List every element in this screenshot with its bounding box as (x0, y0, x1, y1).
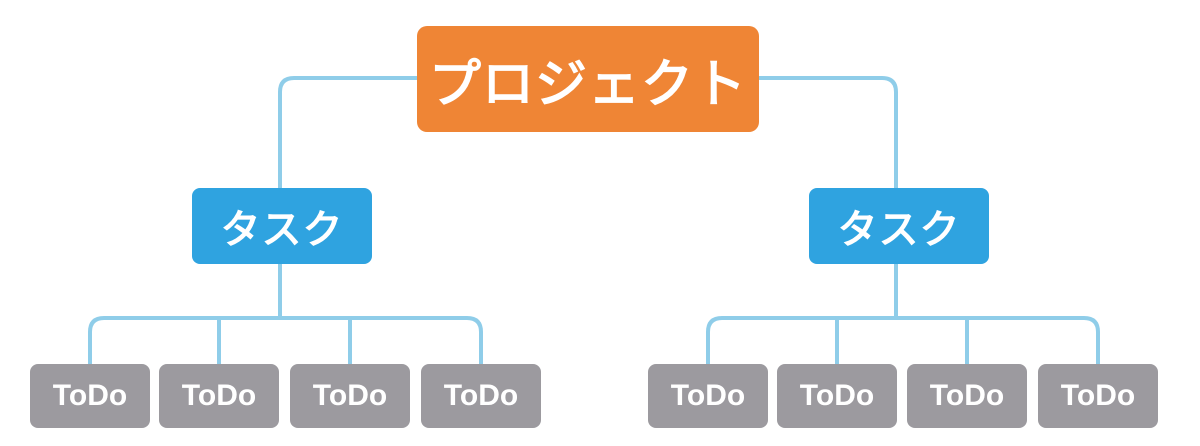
todo-node-label: ToDo (52, 379, 128, 412)
todo-node: ToDo (648, 364, 768, 428)
todo-node: ToDo (30, 364, 150, 428)
todo-node: ToDo (907, 364, 1027, 428)
todo-node: ToDo (159, 364, 279, 428)
todo-node-label: ToDo (1060, 379, 1136, 412)
task-node-label: タスク (837, 207, 961, 253)
task-node-right: タスク (809, 188, 989, 264)
task-node-left: タスク (192, 188, 372, 264)
connector-root-left-task (278, 76, 419, 190)
todo-node: ToDo (1038, 364, 1158, 428)
todo-node-label: ToDo (312, 379, 388, 412)
todo-node-label: ToDo (181, 379, 257, 412)
todo-node: ToDo (421, 364, 541, 428)
connector-left-task-bar (88, 316, 483, 366)
todo-node-label: ToDo (443, 379, 519, 412)
project-node-label: プロジェクト (428, 54, 747, 115)
todo-node-label: ToDo (929, 379, 1005, 412)
task-node-label: タスク (220, 207, 344, 253)
connector-root-right-task (757, 76, 898, 190)
connector-right-task-bar (706, 316, 1100, 366)
todo-node-label: ToDo (799, 379, 875, 412)
todo-node: ToDo (777, 364, 897, 428)
todo-node-label: ToDo (670, 379, 746, 412)
project-node: プロジェクト (417, 26, 759, 132)
todo-node: ToDo (290, 364, 410, 428)
